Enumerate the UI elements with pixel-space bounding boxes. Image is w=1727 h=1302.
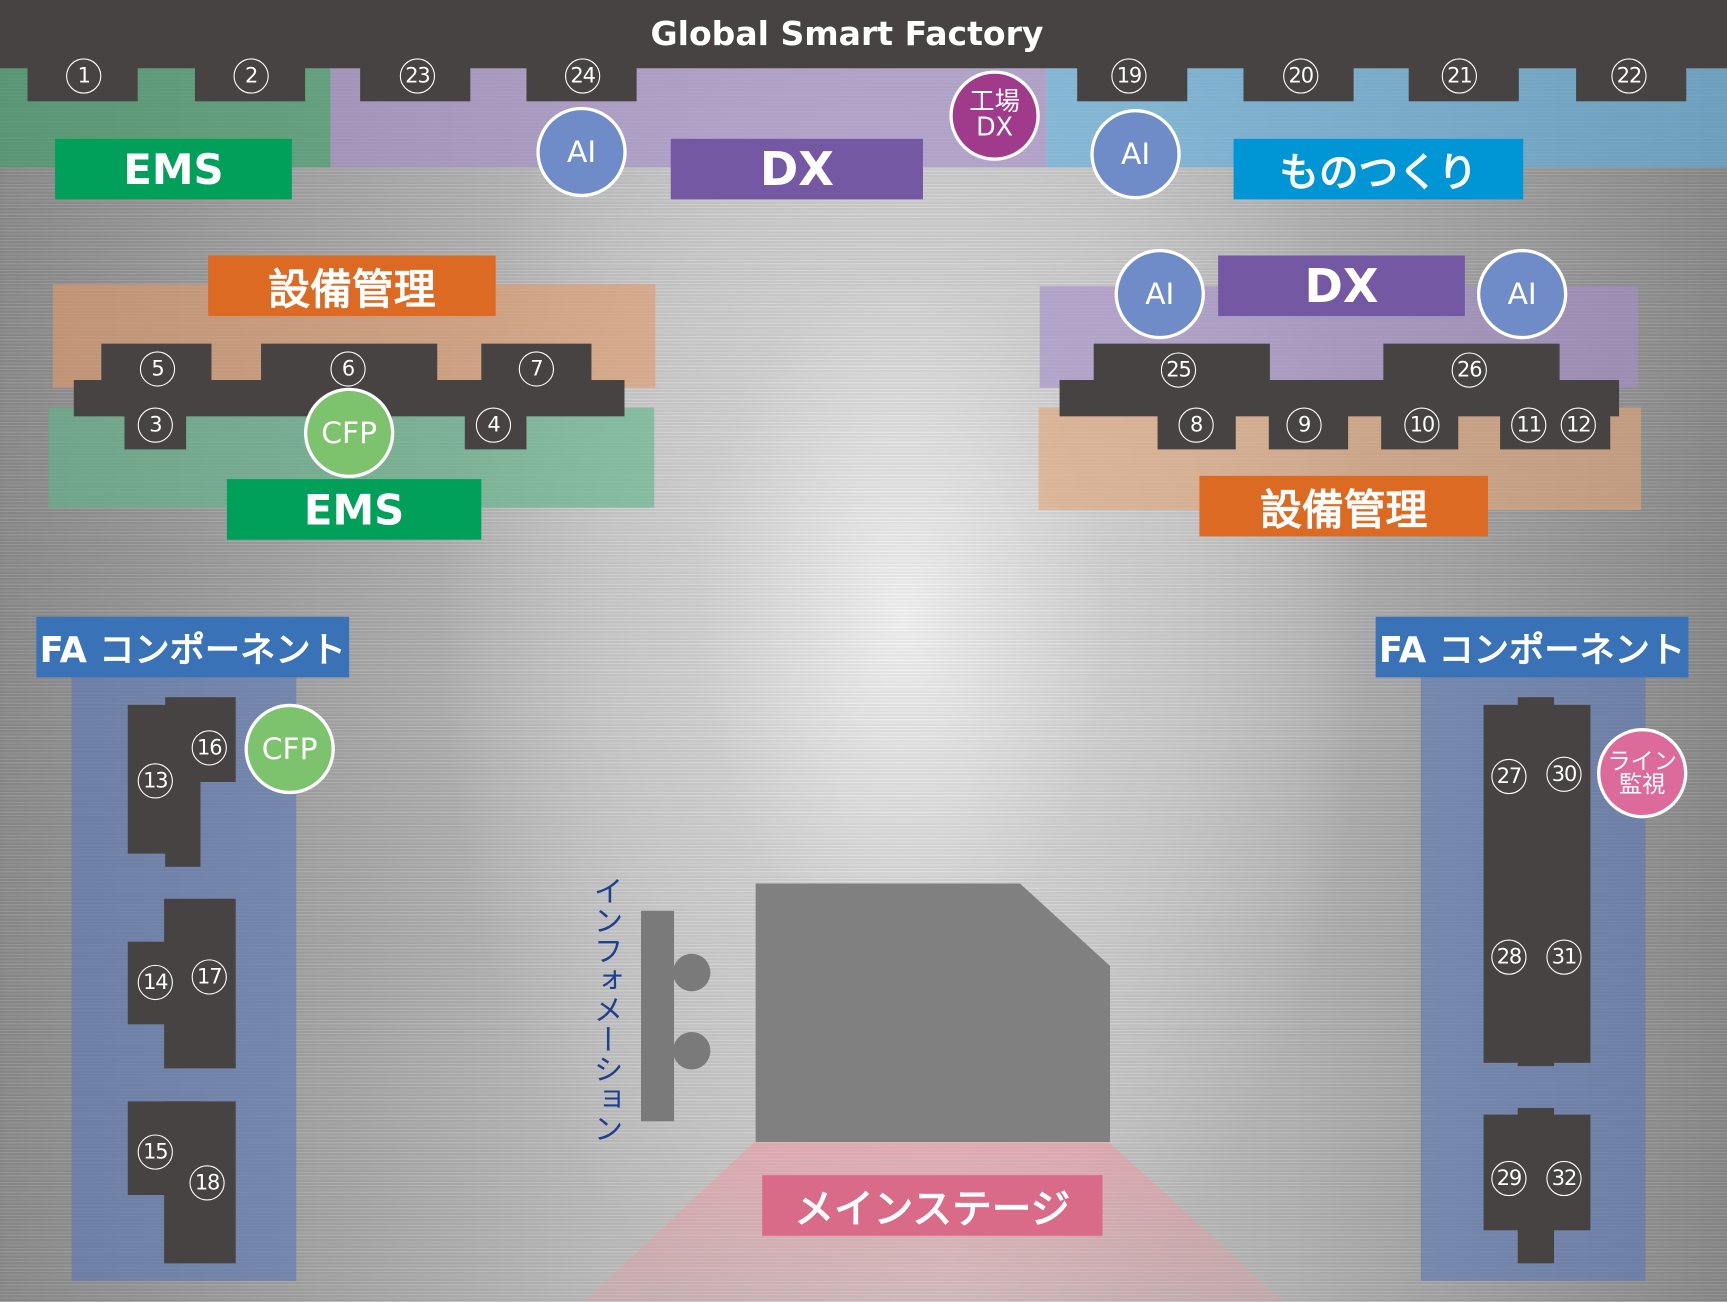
booth-number: 26 bbox=[1451, 352, 1487, 388]
zone-label-dx-top: DX bbox=[670, 138, 923, 200]
zone-label-setsubi-right: 設備管理 bbox=[1199, 475, 1488, 537]
booth-number: 25 bbox=[1160, 352, 1197, 388]
booth-number: 2 bbox=[233, 58, 269, 94]
ai-badge: AI bbox=[1090, 109, 1181, 200]
zone-label-fa-right: FA コンポーネント bbox=[1375, 616, 1689, 678]
booth-number: 11 bbox=[1511, 407, 1547, 443]
booth-number: 4 bbox=[475, 407, 512, 443]
booth-number: 19 bbox=[1111, 58, 1147, 94]
information-label: インフォメーション bbox=[588, 875, 623, 1144]
ai-badge: AI bbox=[1114, 248, 1205, 340]
booth-number: 21 bbox=[1441, 58, 1477, 94]
zone-label-monozukuri: ものつくり bbox=[1233, 138, 1524, 200]
booth-number: 5 bbox=[139, 351, 176, 387]
booth-number: 9 bbox=[1286, 407, 1322, 443]
zone-label-main-stage: メインステージ bbox=[762, 1175, 1103, 1236]
booth-number: 31 bbox=[1546, 939, 1582, 975]
booth-number: 12 bbox=[1560, 407, 1596, 443]
line-monitor-badge: ライン 監視 bbox=[1597, 728, 1688, 819]
booth-number: 17 bbox=[191, 959, 227, 995]
booth-number: 8 bbox=[1178, 407, 1214, 443]
booth-number: 20 bbox=[1283, 58, 1319, 94]
booth-number: 15 bbox=[137, 1134, 173, 1170]
booth-number: 16 bbox=[191, 730, 227, 766]
ai-badge: AI bbox=[1476, 248, 1568, 340]
zone-label-ems-top: EMS bbox=[55, 138, 292, 200]
information-seat bbox=[672, 953, 711, 992]
page-title: Global Smart Factory bbox=[650, 15, 1044, 54]
information-counter[interactable] bbox=[641, 910, 675, 1122]
booth-divider bbox=[1517, 697, 1555, 1067]
ai-badge: AI bbox=[536, 106, 627, 198]
booth-number: 22 bbox=[1611, 58, 1647, 94]
zone-label-dx-right: DX bbox=[1218, 255, 1465, 317]
booth-number: 3 bbox=[137, 407, 173, 443]
factory-dx-line1: 工場 bbox=[969, 88, 1020, 117]
booth-number: 13 bbox=[137, 763, 173, 799]
booth-number: 27 bbox=[1491, 758, 1527, 795]
line-monitor-line2: 監視 bbox=[1619, 770, 1666, 798]
zone-label-setsubi-left: 設備管理 bbox=[208, 255, 496, 317]
booth-number: 28 bbox=[1491, 939, 1527, 975]
factory-dx-badge: 工場 DX bbox=[949, 70, 1040, 161]
cfp-badge: CFP bbox=[244, 703, 335, 795]
cfp-badge: CFP bbox=[303, 387, 395, 479]
booth-number: 30 bbox=[1546, 756, 1582, 792]
booth-number: 29 bbox=[1491, 1160, 1527, 1197]
factory-dx-line2: DX bbox=[976, 113, 1013, 143]
booth-number: 14 bbox=[137, 964, 173, 1001]
booth-13-ext bbox=[165, 781, 201, 867]
main-stage[interactable] bbox=[755, 883, 1111, 1143]
zone-label-ems-left: EMS bbox=[226, 479, 482, 540]
booth-number: 24 bbox=[565, 58, 601, 94]
line-monitor-line1: ライン bbox=[1607, 747, 1677, 775]
information-seat bbox=[672, 1032, 711, 1070]
top-wall-booths bbox=[0, 0, 1727, 69]
booth-number: 6 bbox=[330, 351, 366, 387]
booth-number: 7 bbox=[518, 351, 555, 387]
booth-number: 23 bbox=[399, 58, 436, 94]
booth-number: 10 bbox=[1404, 407, 1440, 443]
zone-label-fa-left: FA コンポーネント bbox=[36, 616, 350, 678]
booth-number: 18 bbox=[189, 1165, 225, 1201]
booth-number: 32 bbox=[1546, 1160, 1582, 1197]
booth-number: 1 bbox=[66, 58, 102, 94]
